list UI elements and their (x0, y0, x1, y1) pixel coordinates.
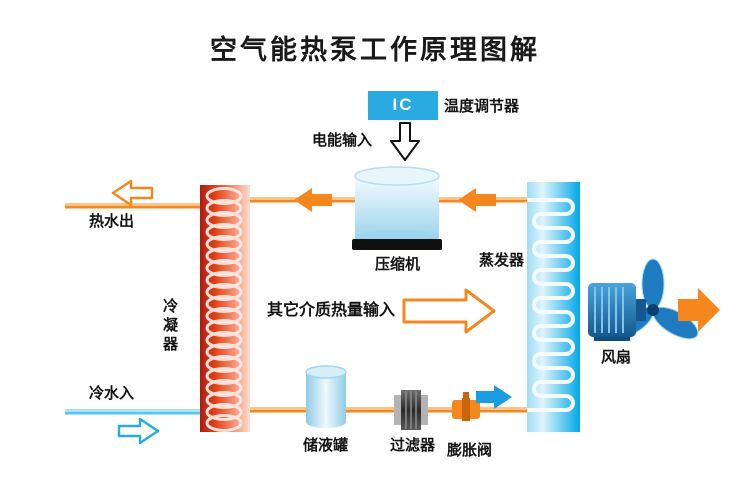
label-compressor: 压缩机 (375, 256, 421, 273)
label-fan: 风扇 (601, 349, 632, 366)
flow-arrow-left-2 (458, 188, 496, 212)
label-receiver-tank: 储液罐 (303, 437, 349, 454)
evaporator-coil (527, 198, 575, 412)
label-filter: 过滤器 (390, 437, 436, 454)
flow-arrow-left-1 (294, 188, 332, 212)
compressor-base (352, 239, 442, 250)
label-power-input: 电能输入 (312, 132, 373, 149)
airflow-arrow (678, 288, 720, 332)
ic-label: IC (392, 95, 414, 114)
compressor-body (354, 166, 440, 246)
power-down-arrow (390, 122, 420, 161)
expansion-valve (452, 392, 480, 421)
label-evaporator: 蒸发器 (479, 252, 525, 269)
label-cold-water-in: 冷水入 (89, 385, 135, 402)
receiver-tank (305, 365, 347, 428)
fan-motor (588, 283, 659, 341)
label-heat-input: 其它介质热量输入 (267, 302, 396, 319)
heat-input-arrow (402, 288, 496, 334)
cold-water-arrow (117, 417, 160, 445)
label-hot-water-out: 热水出 (89, 213, 135, 230)
page-title: 空气能热泵工作原理图解 (210, 35, 540, 65)
hot-water-pipe (65, 203, 202, 209)
filter (394, 390, 428, 430)
hot-water-arrow (111, 179, 154, 207)
cold-water-pipe (65, 409, 202, 415)
flow-arrow-right-blue (476, 385, 512, 409)
label-temp-controller: 温度调节器 (444, 98, 520, 115)
label-expansion-valve: 膨胀阀 (447, 442, 493, 459)
ic-box (368, 91, 438, 120)
label-condenser: 冷凝器 (161, 298, 178, 355)
liquid-pipe (248, 407, 530, 413)
condenser-coil (205, 187, 243, 432)
